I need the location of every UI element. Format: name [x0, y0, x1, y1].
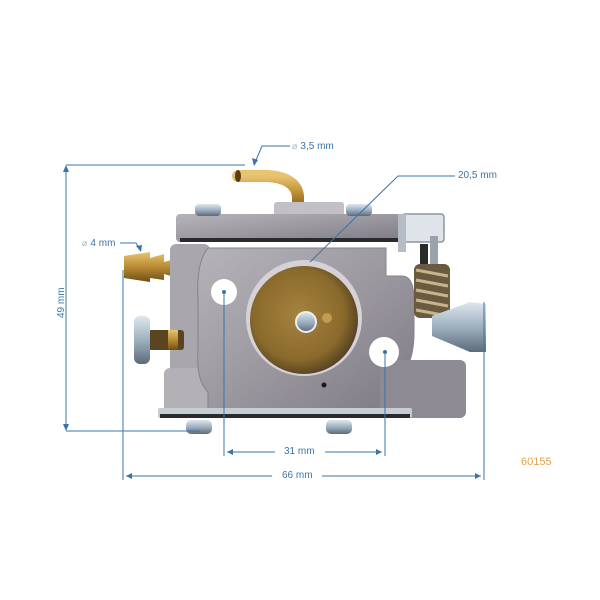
screw-top-left [195, 204, 221, 216]
diameter-icon: ⌀ [82, 238, 88, 248]
vent-hole [321, 382, 327, 388]
product-code: 60155 [521, 456, 552, 468]
idle-stop-cone [432, 302, 486, 352]
throttle-extension [380, 360, 466, 418]
fuel-inlet-diameter-label: ⌀3,5 mm [292, 141, 334, 152]
adjustment-screw-left [134, 316, 184, 364]
bore-diameter-label: 20,5 mm [458, 170, 497, 181]
screw-bottom-right [326, 420, 352, 434]
screw-top-right [346, 204, 372, 216]
throttle-spring [414, 264, 450, 318]
pulse-nipple-diameter-label: ⌀4 mm [82, 238, 116, 249]
throttle-screw [295, 311, 317, 333]
height-label: 49 mm [56, 287, 67, 318]
diameter-icon: ⌀ [292, 141, 298, 151]
overall-width-label: 66 mm [282, 470, 313, 481]
pulse-nipple [124, 252, 178, 282]
dimension-arrows [63, 158, 481, 479]
fuel-inlet-tube [232, 170, 304, 218]
top-cover [176, 214, 408, 242]
screw-bottom-left [186, 420, 212, 434]
gasket-top [180, 238, 406, 242]
mounting-spacing-label: 31 mm [284, 446, 315, 457]
throttle-dimple [322, 313, 332, 323]
gasket-bottom [160, 414, 410, 418]
